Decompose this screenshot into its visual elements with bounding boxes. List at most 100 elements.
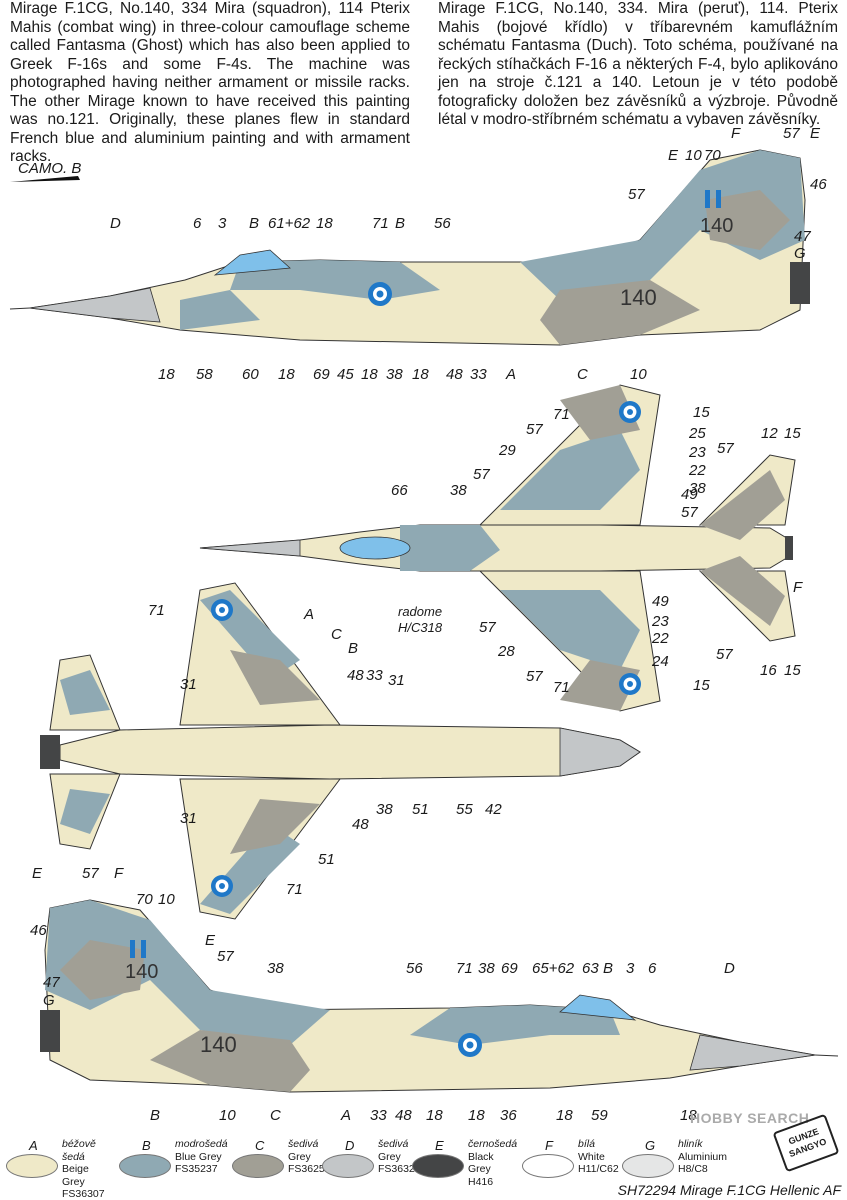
- side2-callout: 69: [501, 960, 518, 977]
- top-radome: [199, 539, 301, 557]
- top-callout: 57: [479, 619, 496, 636]
- side2-callout: F: [114, 865, 124, 882]
- side1-tail-flag-b: [716, 190, 721, 208]
- side1-callout: 10: [630, 366, 647, 383]
- legend-swatch-e: [412, 1154, 464, 1178]
- side2-callout: 57: [82, 865, 99, 882]
- radome-note-label: radome: [398, 604, 443, 619]
- legend-code-d: FS36320: [378, 1163, 421, 1175]
- bottom-grey-patch-a: [230, 650, 320, 705]
- bottom-callout: 71: [286, 881, 303, 898]
- side2-callout: G: [43, 992, 55, 1009]
- top-callout: 28: [498, 643, 515, 660]
- side1-callout: 61+62: [268, 215, 311, 232]
- bottom-callout: 33: [366, 667, 383, 684]
- top-blue-patch-a: [500, 430, 640, 510]
- legend-swatch-c: [232, 1154, 284, 1178]
- top-callout: F: [793, 579, 803, 596]
- english-description: Mirage F.1CG, No.140, 334 Mira (squadron…: [10, 0, 410, 167]
- top-view: [199, 384, 796, 712]
- side1-callout: 45: [337, 366, 354, 383]
- legend-swatch-d: [322, 1154, 374, 1178]
- legend-letter-g: G: [645, 1138, 656, 1153]
- side2-callout: 3: [626, 960, 635, 977]
- top-callout: 49: [652, 593, 669, 610]
- side2-tail-serial: 140: [125, 961, 158, 983]
- legend-en-d: Grey: [378, 1150, 401, 1163]
- bottom-blue-patch-c: [60, 670, 110, 715]
- side1-callout: C: [577, 366, 588, 383]
- top-callout: 16: [760, 662, 777, 679]
- top-callout: 49: [681, 486, 698, 503]
- side1-radome: [29, 287, 161, 323]
- side2-callout: 59: [591, 1107, 608, 1124]
- side2-callout: 57: [217, 948, 234, 965]
- side2-callout: 10: [219, 1107, 236, 1124]
- top-callout: 15: [784, 425, 801, 442]
- side2-tail-flag-a: [130, 940, 135, 958]
- top-callout: 23: [652, 613, 669, 630]
- bottom-callout: C: [331, 626, 342, 643]
- legend-cz-f: bílá: [578, 1138, 595, 1150]
- side1-callout: 48: [446, 366, 463, 383]
- bottom-callout: 31: [388, 672, 405, 689]
- hobby-search-watermark: HOBBY SEARCH: [690, 1110, 810, 1126]
- legend-en-f: White: [578, 1150, 605, 1163]
- top-callout: 71: [553, 679, 570, 696]
- side2-callout: 6: [648, 960, 657, 977]
- side1-callout: E: [668, 147, 679, 164]
- side2-callout: 70: [136, 891, 153, 908]
- bottom-exhaust: [40, 735, 60, 769]
- top-callout: 12: [761, 425, 778, 442]
- side1-callout: 33: [470, 366, 487, 383]
- top-callout: 24: [652, 653, 669, 670]
- top-exhaust: [785, 536, 793, 560]
- top-callout: 29: [499, 442, 516, 459]
- bottom-callout: 51: [318, 851, 335, 868]
- top-roundel-upper-inner: [627, 409, 633, 415]
- side2-grey-patch-a: [150, 1030, 310, 1092]
- legend-code-a: FS36307: [62, 1188, 105, 1200]
- top-canopy: [339, 536, 411, 560]
- legend-en-b: Blue Grey: [175, 1150, 222, 1163]
- side1-callout: 3: [218, 215, 227, 232]
- side2-callout: E: [205, 932, 216, 949]
- side1-callout: 57: [628, 186, 645, 203]
- legend-code-c: FS36251: [288, 1163, 331, 1175]
- legend-letter-d: D: [345, 1138, 355, 1153]
- side1-pitot: [9, 307, 31, 310]
- bottom-roundel-upper-inner: [219, 607, 225, 613]
- side2-roundel-inner: [466, 1041, 474, 1049]
- legend-en-a: Beige Grey: [62, 1163, 89, 1188]
- side1-roundel-inner: [376, 290, 384, 298]
- legend-cz-g: hliník: [678, 1138, 703, 1150]
- side1-callout: A: [506, 366, 517, 383]
- top-callout: 66: [391, 482, 408, 499]
- kit-footer-title: SH72294 Mirage F.1CG Hellenic AF: [617, 1182, 841, 1198]
- side2-callout: 18: [680, 1107, 697, 1124]
- top-callout: 23: [689, 444, 706, 461]
- bottom-callout: 31: [180, 810, 197, 827]
- side1-callout: 46: [810, 176, 827, 193]
- legend-swatch-b: [119, 1154, 171, 1178]
- legend-cz-d: šedivá: [378, 1138, 409, 1150]
- side1-canopy: [213, 249, 291, 276]
- side2-canopy: [559, 994, 637, 1021]
- top-blue-patch-c: [400, 525, 500, 571]
- side1-grey-patch-a: [540, 280, 700, 345]
- side1-callout: 38: [386, 366, 403, 383]
- top-callout: 15: [784, 662, 801, 679]
- side1-callout: 18: [361, 366, 378, 383]
- side1-callout: D: [110, 215, 121, 232]
- side2-callout: 36: [500, 1107, 517, 1124]
- top-callout: 57: [717, 440, 734, 457]
